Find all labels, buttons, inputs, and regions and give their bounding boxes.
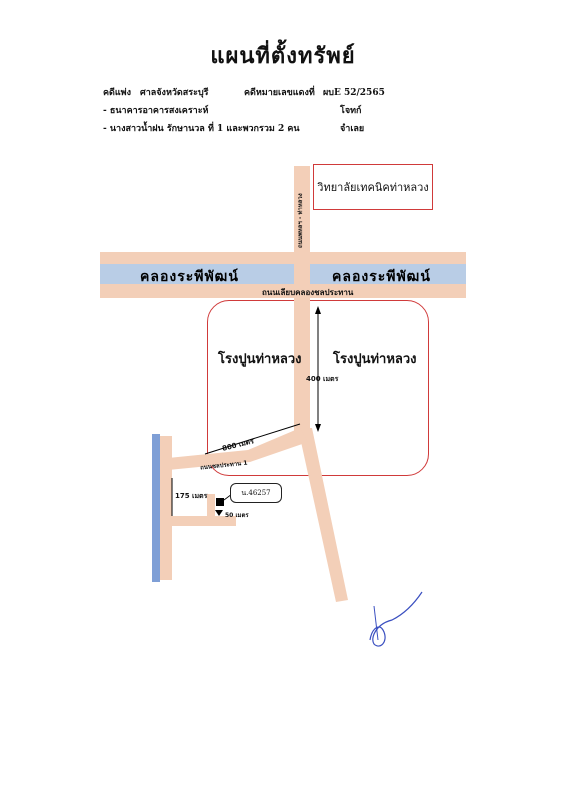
signature	[369, 591, 423, 647]
court-name: ศาลจังหวัดสระบุรี	[140, 88, 209, 98]
defendant-role: จำเลย	[340, 124, 365, 134]
case-number: ผบE 52/2565	[323, 88, 385, 98]
dist-50-marker	[215, 510, 223, 516]
dist-800-arrow	[204, 423, 301, 455]
main-road-middle	[294, 298, 310, 430]
left-road	[160, 436, 172, 580]
parcel-marker	[216, 498, 224, 506]
signature-stroke	[373, 605, 379, 641]
arrow-head-down	[315, 424, 321, 432]
case-type: คดีแพ่ง	[103, 88, 131, 98]
main-road-lower	[298, 428, 348, 602]
left-canal	[152, 434, 160, 582]
case-number-label: คดีหมายเลขแดงที่	[244, 88, 315, 98]
canal-left	[100, 264, 294, 284]
canal-left-label: คลองระพีพัฒน์	[140, 269, 239, 285]
factory-right-label: โรงปูนท่าหลวง	[333, 352, 417, 367]
canal-right-label: คลองระพีพัฒน์	[332, 269, 431, 285]
plaintiff-role: โจทก์	[340, 106, 362, 116]
college-box: วิทยาลัยเทคนิคท่าหลวง	[313, 164, 433, 210]
lower-branch-road	[160, 516, 236, 526]
plaintiff-name: - ธนาคารอาคารสงเคราะห์	[103, 106, 209, 116]
canal-road-label: ถนนเลียบคลองชลประทาน	[262, 288, 354, 297]
defendant-name: - นางสาวน้ำฝน รักษานวล ที่ 1 และพวกรวม 2…	[103, 124, 300, 134]
parcel-label: น.46257	[230, 483, 282, 503]
page-title: แผนที่ตั้งทรัพย์	[210, 43, 356, 69]
canal-top-road	[100, 252, 466, 264]
arrow-head-up	[315, 306, 321, 314]
side-road	[168, 428, 308, 470]
factory-left-label: โรงปูนท่าหลวง	[218, 352, 302, 367]
canal-road	[100, 284, 466, 298]
dist-400-label: 400 เมตร	[306, 375, 339, 383]
dist-50-label: 50 เมตร	[225, 512, 249, 519]
parcel-access-road	[207, 494, 215, 516]
dist-175-label: 175 เมตร	[175, 492, 208, 500]
canal-right	[310, 264, 466, 284]
